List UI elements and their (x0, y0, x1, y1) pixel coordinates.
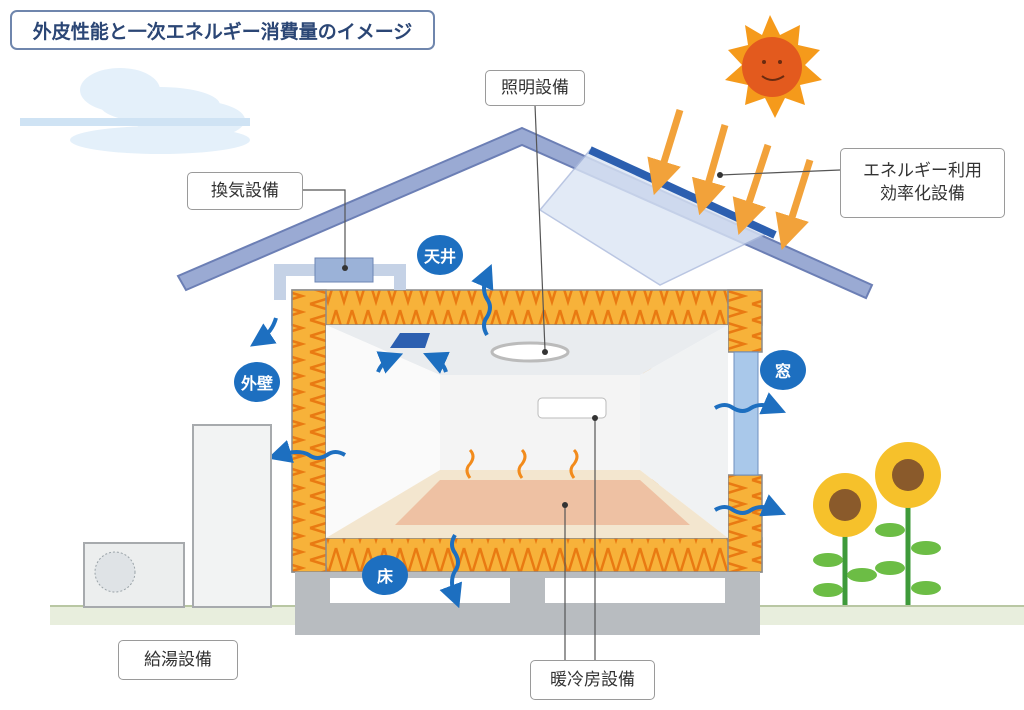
label-ventilation: 換気設備 (187, 172, 303, 210)
back-wall (440, 375, 640, 470)
vent (390, 333, 430, 348)
floor-heating-mat (395, 480, 690, 525)
left-wall-inner (326, 325, 440, 538)
label-heating-cooling: 暖冷房設備 (530, 660, 655, 700)
window (733, 351, 759, 476)
insulation-left (291, 289, 327, 573)
label-efficiency-line1: エネルギー利用 (863, 161, 982, 182)
tag-ceiling: 天井 (417, 235, 463, 275)
clouds (20, 68, 250, 154)
heat-flow-arrows (250, 263, 787, 609)
insulation-top (291, 289, 763, 326)
sun-icon (725, 15, 822, 118)
water-heater-tank (192, 424, 272, 608)
tag-exterior-wall: 外壁 (234, 362, 280, 402)
ceiling-light (490, 341, 570, 363)
label-efficiency-equipment: エネルギー利用 効率化設備 (840, 148, 1005, 218)
label-lighting: 照明設備 (485, 70, 585, 106)
tag-window: 窓 (760, 350, 806, 390)
insulation-right-upper (727, 289, 763, 353)
roof (176, 126, 874, 300)
insulation-bottom (291, 537, 763, 573)
tag-floor: 床 (362, 555, 408, 595)
label-efficiency-line2: 効率化設備 (880, 184, 965, 204)
sunflowers (813, 442, 941, 605)
insulation-right-lower (727, 474, 763, 573)
right-wall-inner (640, 325, 728, 538)
leader-lines (303, 104, 841, 660)
label-hot-water: 給湯設備 (118, 640, 238, 680)
diagram-title: 外皮性能と一次エネルギー消費量のイメージ (10, 10, 435, 50)
air-conditioner (537, 397, 607, 419)
heat-waves (465, 448, 579, 479)
